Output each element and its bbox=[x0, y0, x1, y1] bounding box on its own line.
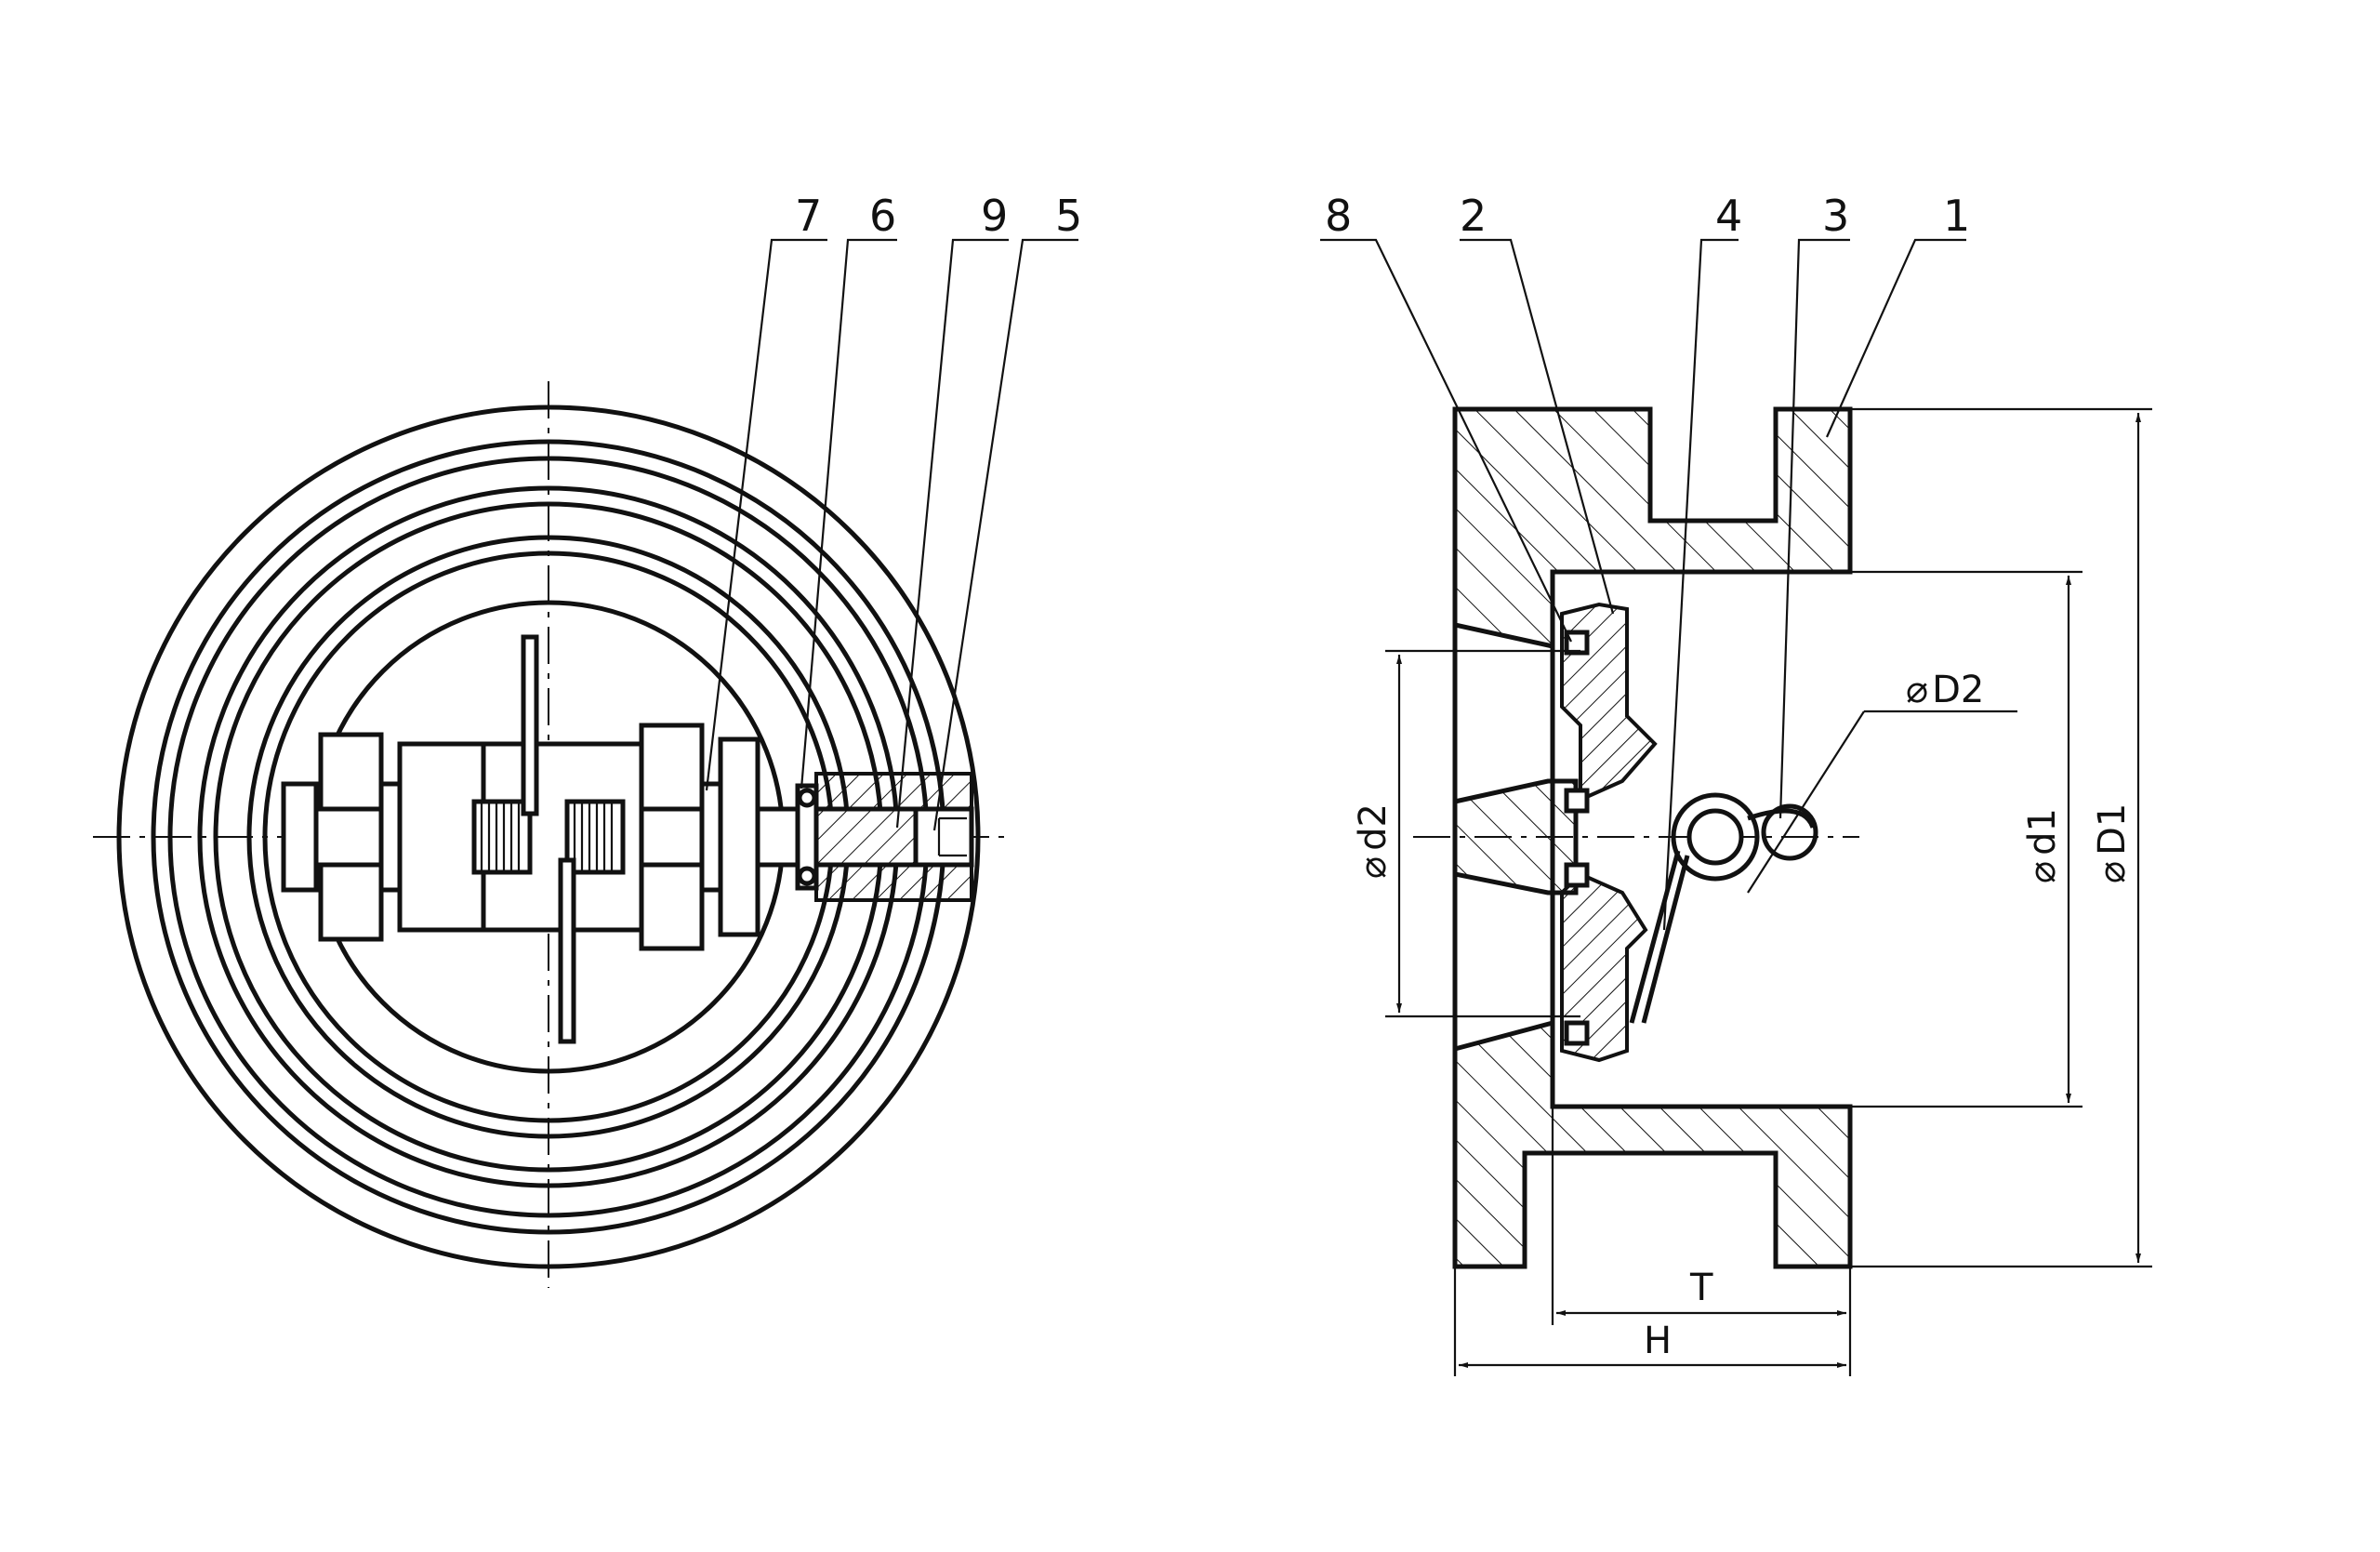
disc-plate-top bbox=[521, 634, 539, 816]
dim-T: T bbox=[1551, 1107, 1852, 1376]
dim-d2: ⌀d2 bbox=[1352, 649, 1580, 1018]
hinge-eye bbox=[1671, 792, 1760, 882]
seal-mid-top bbox=[1564, 788, 1590, 814]
leader-8 bbox=[1320, 238, 1572, 643]
callout-6: 6 bbox=[869, 191, 896, 241]
hinge-pin bbox=[1686, 808, 1744, 866]
disc-housing-left bbox=[397, 741, 486, 933]
callout-8: 8 bbox=[1325, 191, 1352, 241]
seal-upper bbox=[1564, 630, 1590, 656]
spring-coils-right bbox=[573, 802, 614, 872]
outer-ring bbox=[116, 405, 981, 1269]
o-ring-bottom bbox=[797, 866, 817, 886]
boss-left-bottom bbox=[318, 862, 384, 942]
spring-arm bbox=[1629, 850, 1690, 1024]
leader-5 bbox=[932, 238, 1078, 831]
dim-D2: ⌀D2 bbox=[1747, 669, 2017, 894]
body-section-top bbox=[1452, 406, 1853, 650]
dim-D1: ⌀D1 bbox=[1850, 407, 2152, 1268]
disc-plate-bottom bbox=[558, 857, 576, 1044]
nut-right-2 bbox=[718, 736, 760, 937]
spring-hook bbox=[1747, 808, 1816, 829]
dim-H: H bbox=[1453, 1267, 1846, 1376]
dim-T-label: T bbox=[1689, 1267, 1713, 1309]
body-section-hub bbox=[1452, 778, 1579, 895]
dim-D1-label: ⌀D1 bbox=[2091, 803, 2134, 883]
body-section-bottom bbox=[1452, 1019, 1853, 1269]
dim-H-label: H bbox=[1644, 1320, 1672, 1362]
leader-6 bbox=[800, 238, 897, 789]
callout-1: 1 bbox=[1943, 191, 1970, 241]
callout-5: 5 bbox=[1055, 191, 1082, 241]
plug-cap-detail bbox=[937, 816, 967, 857]
boss-left-top bbox=[318, 732, 384, 812]
callout-3: 3 bbox=[1822, 191, 1849, 241]
dim-d1: ⌀d1 bbox=[1850, 570, 2082, 1108]
leader-2 bbox=[1460, 238, 1615, 615]
leader-4 bbox=[1662, 238, 1739, 931]
side-callouts: 8 2 4 3 1 bbox=[1320, 191, 1970, 931]
o-ring-top bbox=[797, 788, 817, 808]
callout-7: 7 bbox=[795, 191, 822, 241]
nut-left-2 bbox=[378, 781, 403, 893]
front-view: 7 6 9 5 bbox=[93, 191, 1082, 1288]
seal-mid-bottom bbox=[1564, 862, 1590, 888]
callout-9: 9 bbox=[981, 191, 1008, 241]
shaft-plug-section bbox=[814, 772, 973, 902]
dim-d1-label: ⌀d1 bbox=[2021, 808, 2064, 883]
shaft-assembly bbox=[281, 634, 974, 1044]
spring-right bbox=[564, 799, 626, 875]
boss-right-bottom bbox=[639, 862, 705, 951]
stop-pin bbox=[1761, 803, 1818, 861]
seal-lower bbox=[1564, 1020, 1590, 1046]
callout-2: 2 bbox=[1460, 191, 1487, 241]
leader-3 bbox=[1778, 238, 1850, 819]
dim-d2-label: ⌀d2 bbox=[1352, 803, 1395, 879]
leader-7 bbox=[705, 238, 827, 791]
nut-left-1 bbox=[281, 781, 319, 893]
spring-coils-left bbox=[480, 802, 521, 872]
side-view: 8 2 4 3 1 ⌀d2 ⌀D2 ⌀d1 bbox=[1320, 191, 2152, 1376]
spring-left bbox=[471, 799, 533, 875]
disc-lower bbox=[1560, 871, 1648, 1063]
front-callouts: 7 6 9 5 bbox=[705, 191, 1082, 831]
leader-1 bbox=[1825, 238, 1966, 438]
nut-right-1 bbox=[699, 781, 723, 893]
leader-9 bbox=[895, 238, 1009, 829]
dim-D2-label: ⌀D2 bbox=[1906, 669, 1984, 711]
callout-4: 4 bbox=[1715, 191, 1742, 241]
boss-right-top bbox=[639, 723, 705, 812]
